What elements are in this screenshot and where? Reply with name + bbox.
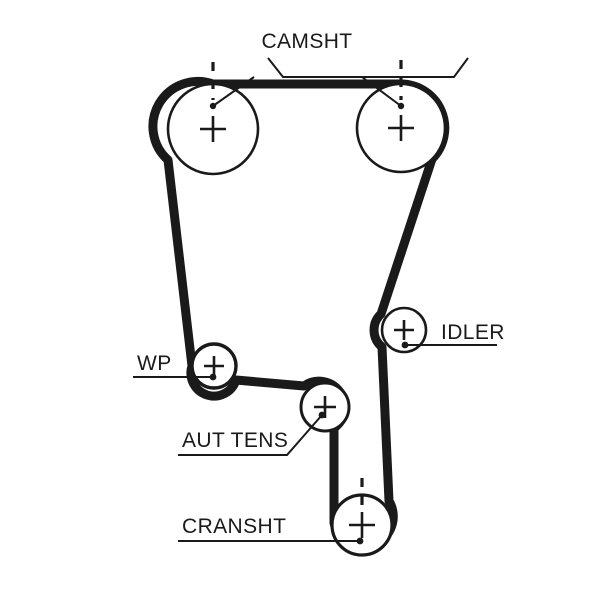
leader-dot bbox=[397, 102, 405, 110]
leader-dot bbox=[401, 341, 409, 349]
leader-water-pump bbox=[133, 373, 217, 381]
camshaft-left-crosshair bbox=[200, 116, 226, 142]
label-auto-tensioner: AUT TENS bbox=[182, 429, 288, 452]
label-water-pump: WP bbox=[137, 352, 172, 375]
leader-camshaft-left-pointer bbox=[209, 76, 255, 110]
leader-auto-tensioner bbox=[178, 411, 326, 456]
water-pump-crosshair bbox=[204, 356, 224, 376]
pulley-idler[interactable] bbox=[380, 306, 428, 354]
pulley-water-pump[interactable] bbox=[190, 342, 238, 390]
leader-idler bbox=[401, 341, 497, 349]
leader-dot bbox=[209, 373, 217, 381]
leader-dot bbox=[356, 537, 364, 545]
crankshaft-crosshair bbox=[349, 512, 375, 538]
leader-stroke bbox=[267, 57, 469, 78]
label-crankshaft: CRANSHT bbox=[182, 515, 286, 538]
leader-camshaft-bracket bbox=[267, 57, 469, 78]
pulley-camshaft-right[interactable] bbox=[355, 60, 447, 174]
leader-dot bbox=[209, 102, 217, 110]
camshaft-right-crosshair bbox=[388, 115, 414, 141]
leader-dot bbox=[318, 411, 326, 419]
leader-stroke bbox=[212, 76, 255, 107]
leader-stroke bbox=[178, 414, 323, 456]
labels-group: CAMSHT IDLER WP AUT TENS CRANSHT bbox=[137, 30, 505, 538]
leader-stroke bbox=[361, 76, 402, 107]
label-idler: IDLER bbox=[441, 321, 505, 344]
leader-crankshaft bbox=[178, 537, 364, 545]
pulley-camshaft-left[interactable] bbox=[166, 62, 260, 176]
pulleys-group bbox=[166, 60, 447, 557]
pulley-auto-tensioner[interactable] bbox=[299, 381, 351, 433]
label-camshaft: CAMSHT bbox=[261, 30, 352, 53]
leader-camshaft-right-pointer bbox=[361, 76, 405, 110]
leaders-group bbox=[133, 57, 497, 545]
idler-crosshair bbox=[394, 320, 414, 340]
